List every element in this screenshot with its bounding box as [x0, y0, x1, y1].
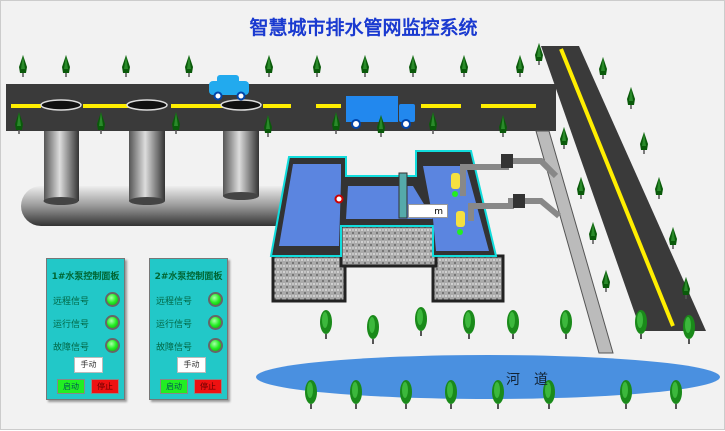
- run-signal-label: 运行信号: [156, 320, 193, 330]
- stop-button[interactable]: 停止: [194, 379, 222, 394]
- level-unit: m: [434, 207, 443, 217]
- remote-signal-led-icon: [105, 292, 120, 307]
- remote-signal-led-icon: [208, 292, 223, 307]
- start-button[interactable]: 启动: [160, 379, 188, 394]
- pump-station-tank: [269, 150, 505, 303]
- manholes: [43, 126, 259, 205]
- run-signal-label: 运行信号: [53, 320, 90, 330]
- panel-title: 2#水泵控制面板: [154, 272, 223, 282]
- river-label: 河道: [506, 372, 562, 388]
- outfall-pipe: [535, 130, 614, 354]
- manhole-covers: [40, 99, 262, 111]
- page-title: 智慧城市排水管网监控系统: [249, 17, 478, 39]
- run-signal-led-icon: [105, 315, 120, 330]
- manual-mode-button[interactable]: 手动: [177, 357, 206, 373]
- water-level-display: m: [408, 204, 448, 218]
- remote-signal-label: 远程信号: [156, 297, 193, 307]
- fault-signal-led-icon: [105, 338, 120, 353]
- truck-icon: [346, 96, 415, 129]
- fault-signal-led-icon: [208, 338, 223, 353]
- pump-2-control-panel: 2#水泵控制面板 远程信号 运行信号 故障信号 手动 启动 停止: [149, 258, 228, 400]
- valve-icon: [501, 154, 525, 208]
- river: [256, 355, 720, 399]
- remote-signal-label: 远程信号: [53, 297, 90, 307]
- stop-button[interactable]: 停止: [91, 379, 119, 394]
- car-icon: [209, 75, 249, 101]
- fault-signal-label: 故障信号: [53, 343, 90, 353]
- panel-title: 1#水泵控制面板: [51, 272, 120, 282]
- pump-1-control-panel: 1#水泵控制面板 远程信号 运行信号 故障信号 手动 启动 停止: [46, 258, 125, 400]
- manual-mode-button[interactable]: 手动: [74, 357, 103, 373]
- fault-signal-label: 故障信号: [156, 343, 193, 353]
- run-signal-led-icon: [208, 315, 223, 330]
- pump-icon: [451, 173, 465, 235]
- road-diagonal: [541, 46, 706, 331]
- start-button[interactable]: 启动: [57, 379, 85, 394]
